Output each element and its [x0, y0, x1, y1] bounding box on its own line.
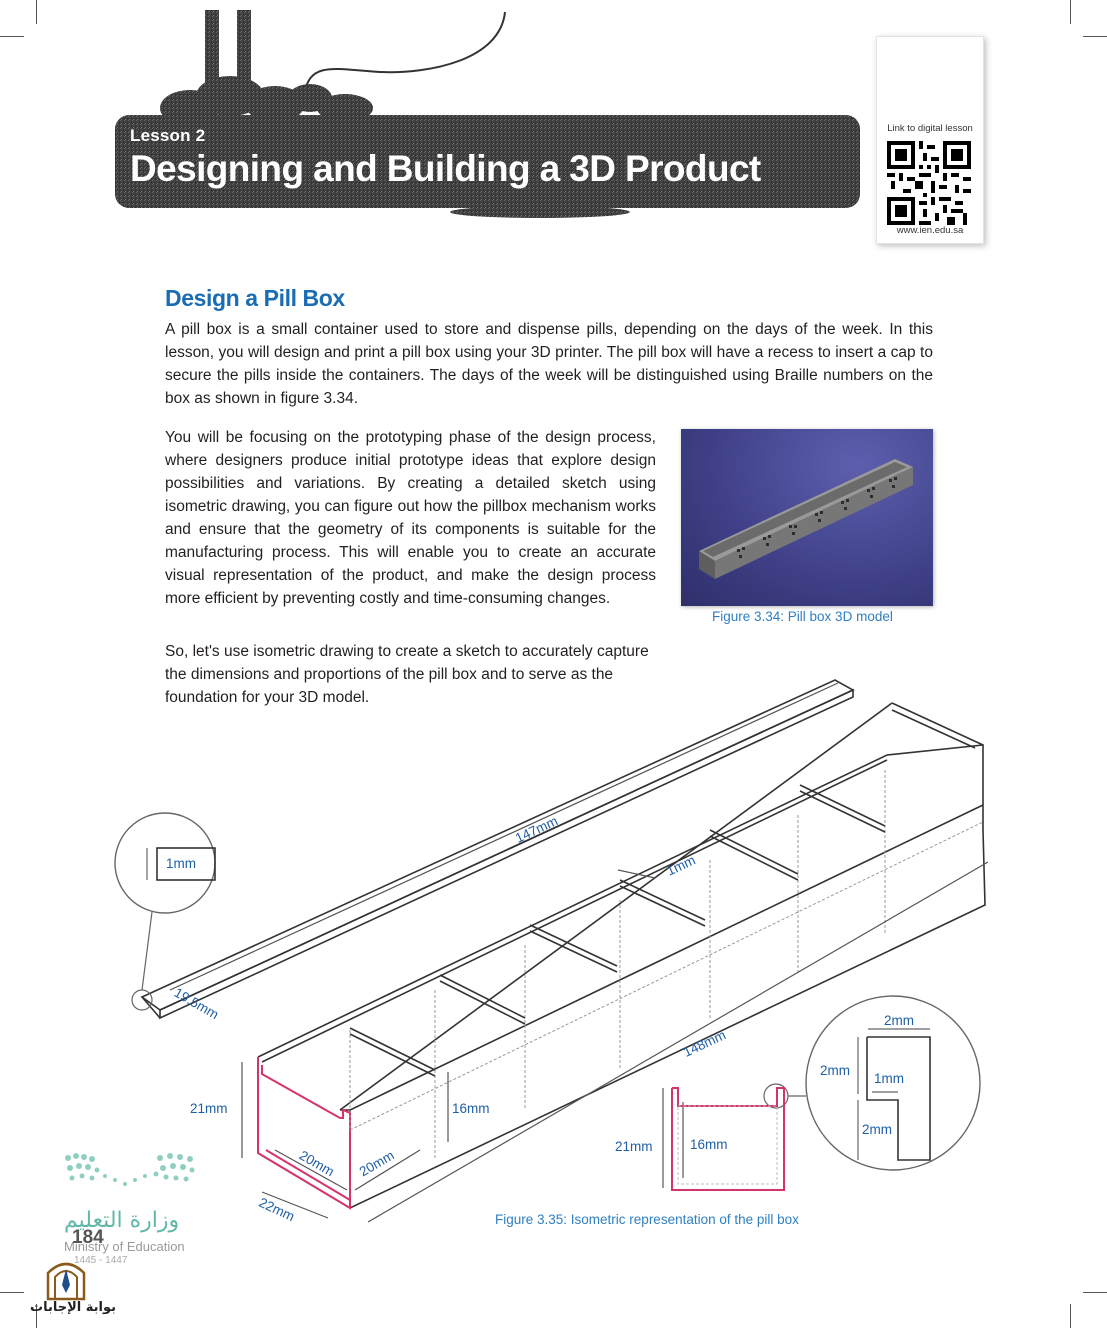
isometric-pill-box-drawing	[114, 679, 989, 1223]
dim-inner-height: 16mm	[452, 1101, 490, 1116]
ministry-arabic-name: وزارة التعليم	[64, 1208, 180, 1233]
dim-detail-left: 2mm	[820, 1063, 850, 1078]
page-number: 184	[72, 1227, 104, 1248]
dim-detail-top: 2mm	[884, 1013, 914, 1028]
crop-mark	[1070, 1304, 1071, 1328]
lesson-label: Lesson 2	[130, 126, 206, 145]
paragraph-prototyping: You will be focusing on the prototyping …	[165, 429, 656, 607]
pill-box-render	[699, 459, 913, 579]
dim-section-height: 21mm	[615, 1139, 653, 1154]
paragraph-intro: A pill box is a small container used to …	[165, 321, 933, 407]
dim-detail-bottom: 2mm	[862, 1122, 892, 1137]
section-heading: Design a Pill Box	[165, 285, 345, 311]
lesson-banner	[115, 10, 860, 218]
ministry-year: 1445 - 1447	[74, 1255, 128, 1266]
answers-portal-name: بوابة الإجابات	[30, 1300, 116, 1315]
crop-mark	[36, 0, 37, 24]
crop-mark	[0, 1292, 24, 1293]
dim-lid-thickness: 1mm	[166, 856, 196, 871]
digital-lesson-url[interactable]: www.ien.edu.sa	[896, 225, 964, 236]
answers-portal-logo-icon	[46, 1262, 86, 1301]
digital-lesson-caption: Link to digital lesson	[887, 123, 973, 134]
figure-334-caption: Figure 3.34: Pill box 3D model	[712, 609, 893, 624]
crop-mark	[1083, 1292, 1107, 1293]
figure-335-caption: Figure 3.35: Isometric representation of…	[495, 1212, 799, 1227]
paragraph-isometric: So, let's use isometric drawing to creat…	[165, 643, 649, 706]
pill-box-3d-model-image	[681, 429, 933, 606]
crop-mark	[36, 1304, 37, 1328]
ministry-english-name: Ministry of Education	[64, 1239, 185, 1254]
dim-box-height: 21mm	[190, 1101, 228, 1116]
dim-detail-gap: 1mm	[874, 1071, 904, 1086]
crop-mark	[0, 36, 24, 37]
crop-mark	[1083, 36, 1107, 37]
ministry-logo-icon	[65, 1153, 195, 1186]
lesson-title: Designing and Building a 3D Product	[130, 148, 761, 189]
qr-code-icon[interactable]	[887, 141, 971, 225]
crop-mark	[1070, 0, 1071, 24]
digital-lesson-card[interactable]: Link to digital lesson www.ien.edu.sa	[876, 36, 984, 244]
dim-section-inner: 16mm	[690, 1137, 728, 1152]
